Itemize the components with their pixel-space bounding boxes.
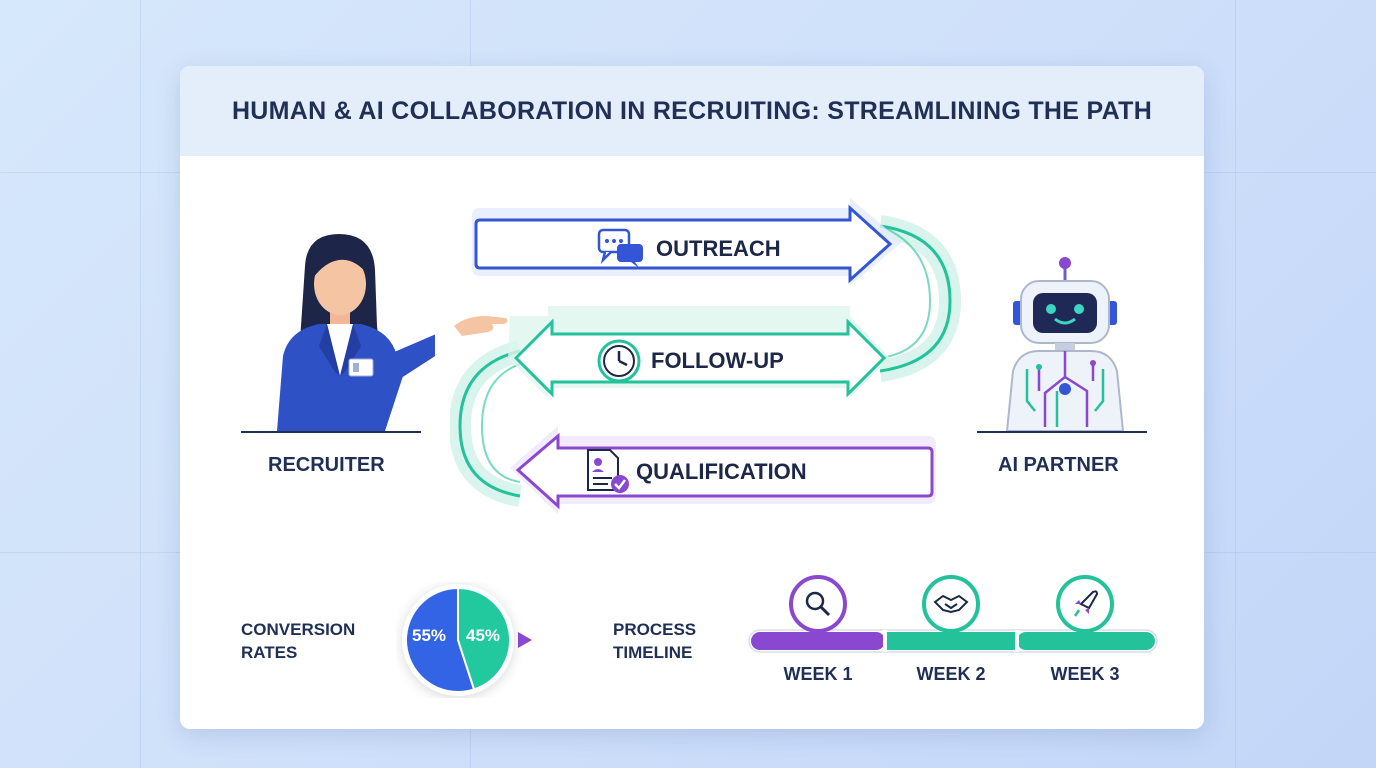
page-title: HUMAN & AI COLLABORATION IN RECRUITING: … [231,96,1153,125]
magnifier-icon [789,575,847,640]
card-header: HUMAN & AI COLLABORATION IN RECRUITING: … [180,66,1204,156]
grid-line [140,0,141,768]
follow-up-label: FOLLOW-UP [651,348,784,373]
outreach-arrow [474,204,893,284]
handshake-icon [922,575,980,640]
pie-slice-label-green: 45% [466,626,501,645]
chat-bubbles-icon [597,228,643,268]
timeline-bar [748,575,1158,653]
ai-partner-label: AI PARTNER [998,454,1119,476]
qualification-label: QUALIFICATION [636,459,807,484]
pie-slice-label-blue: 55% [412,626,447,645]
pie-slice-1 [457,586,511,691]
resume-check-icon [587,449,629,493]
infographic-card: HUMAN & AI COLLABORATION IN RECRUITING: … [180,66,1204,729]
conversion-pie-chart [402,584,532,696]
timeline-week-1: WEEK 1 [783,664,853,684]
grid-line [1235,0,1236,768]
timeline-week-2: WEEK 2 [916,664,986,684]
outreach-label: OUTREACH [656,236,781,261]
rocket-icon [1056,575,1114,640]
recruiter-label: RECRUITER [268,454,385,476]
clock-icon [597,339,641,383]
robot-icon [977,257,1147,433]
timeline-week-3: WEEK 3 [1050,664,1120,684]
conversion-rates-label: CONVERSION RATES [241,620,356,662]
recruiter-woman-icon [241,234,435,433]
process-timeline-label: PROCESS TIMELINE [613,620,697,662]
recruiter-hand-icon [454,316,508,336]
pie-pointer [518,632,532,648]
